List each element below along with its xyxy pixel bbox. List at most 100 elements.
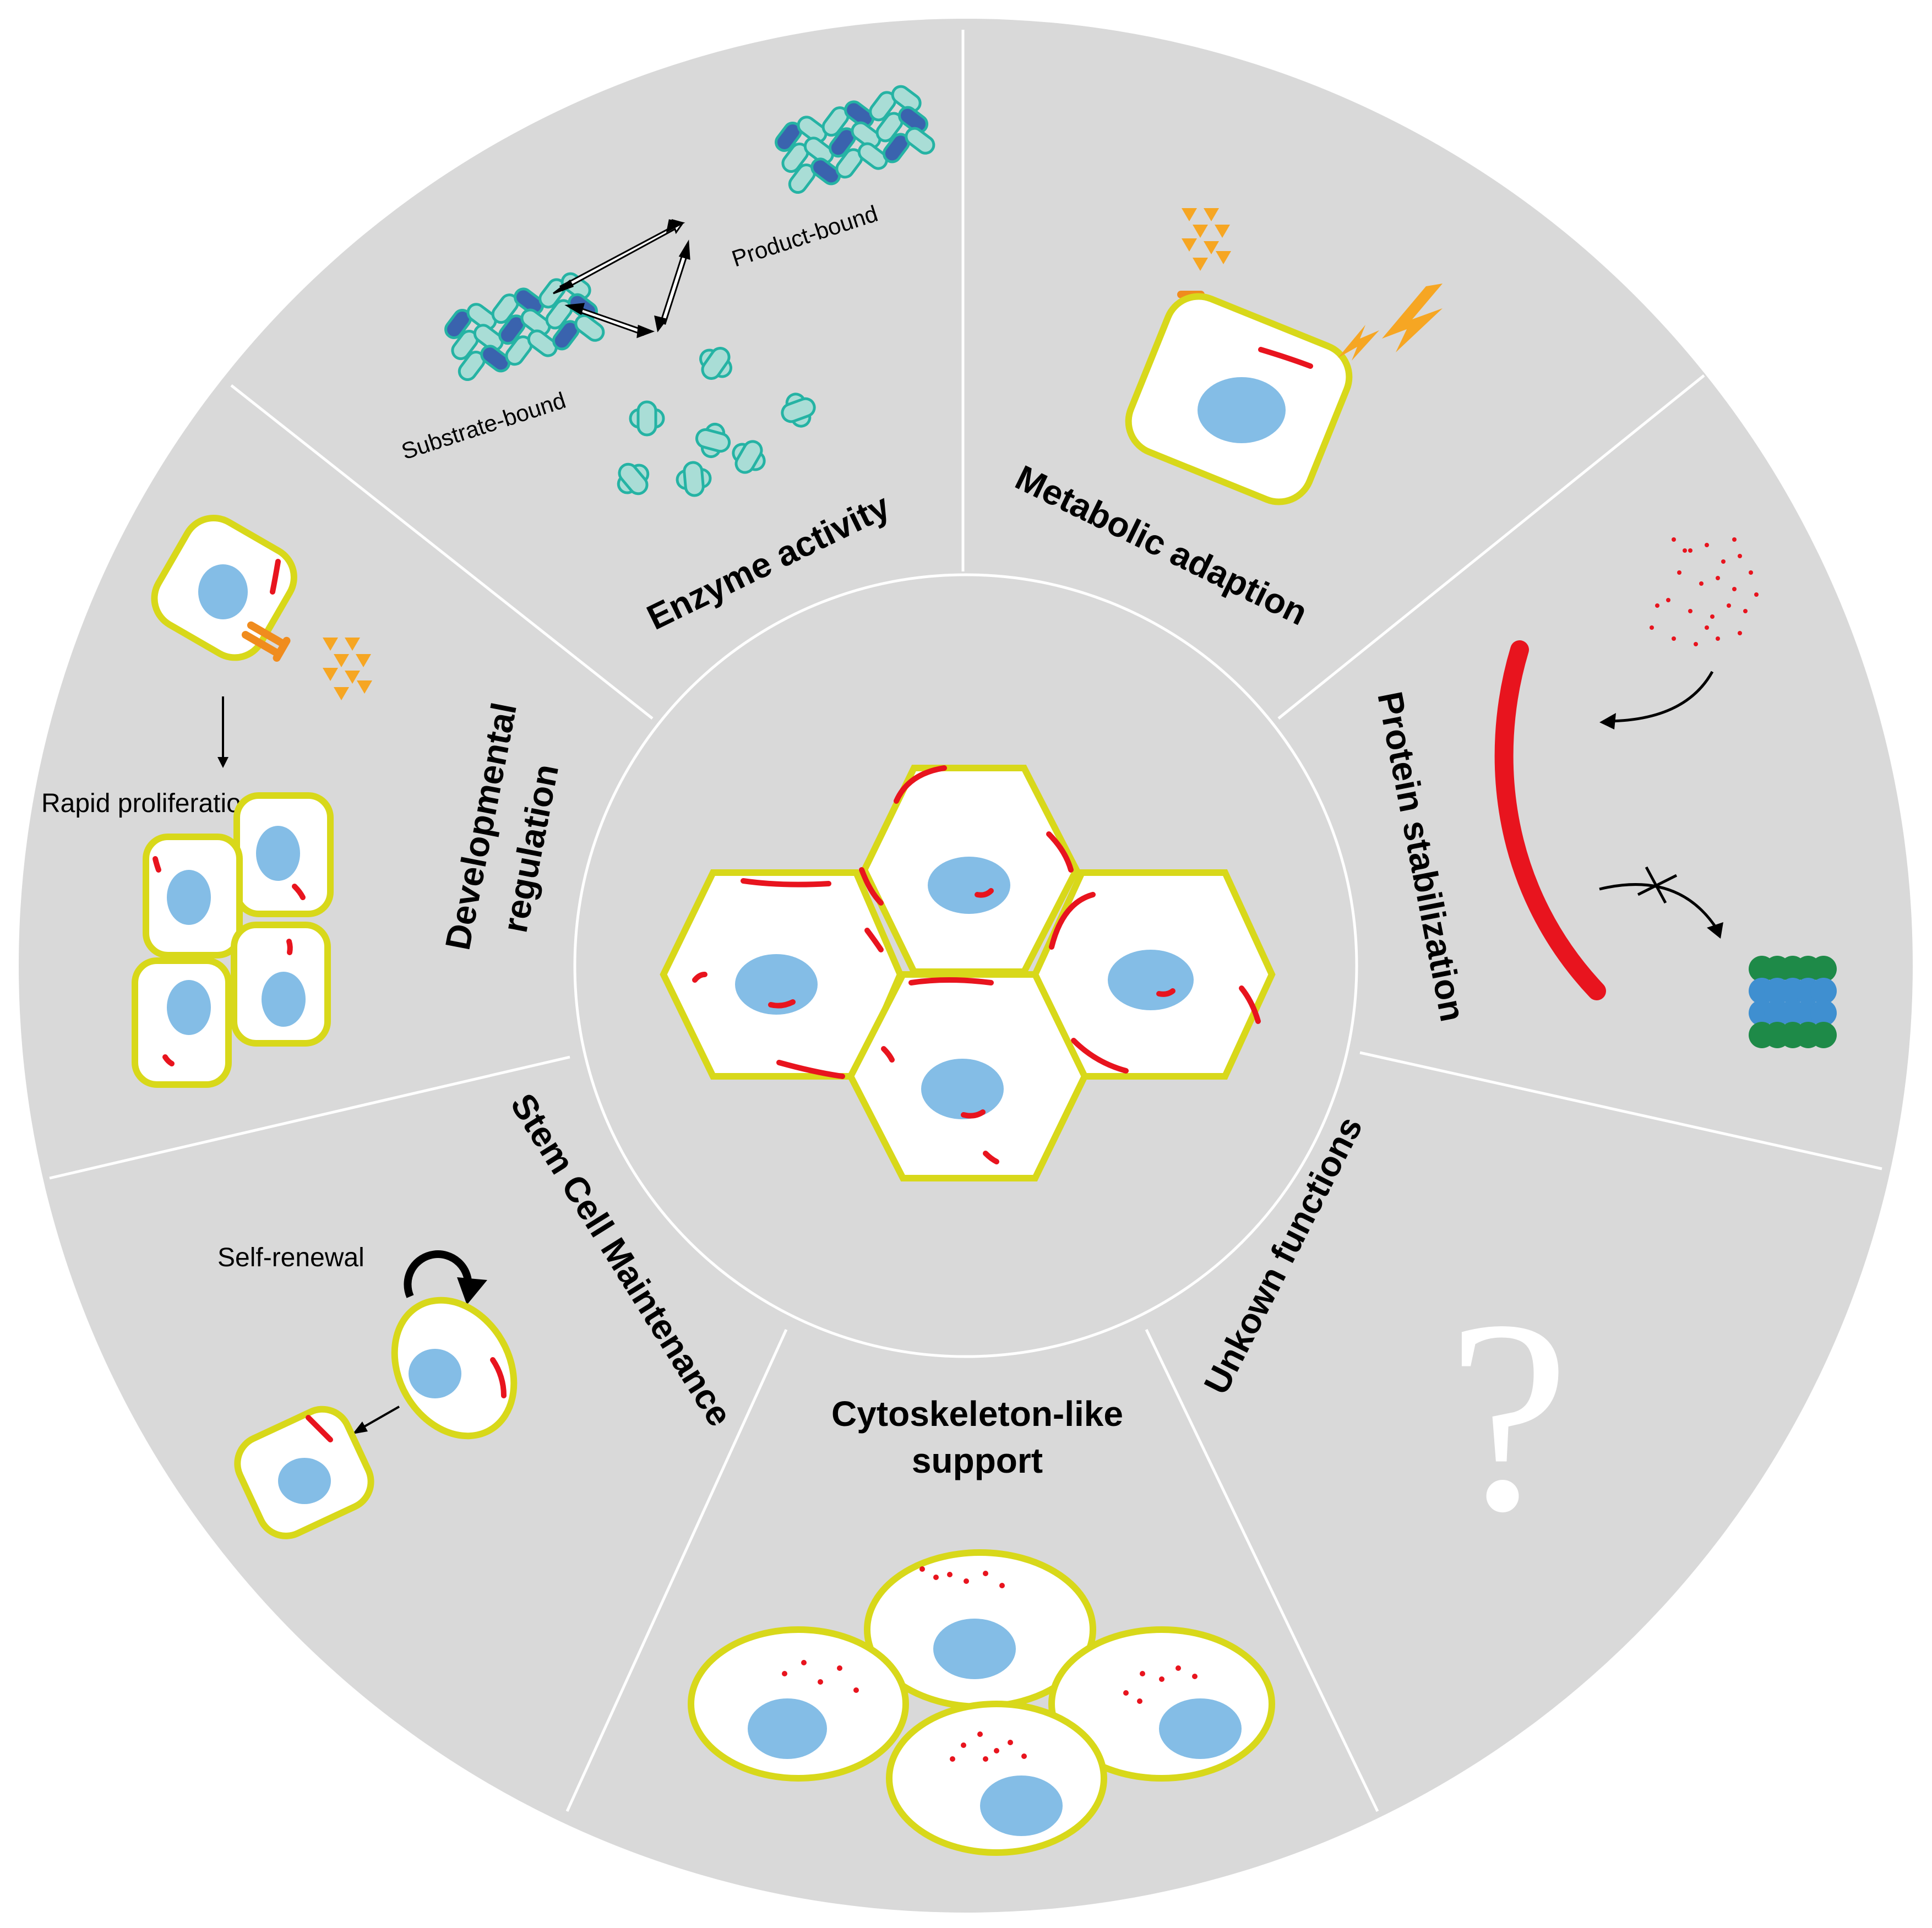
nucleus	[928, 857, 1010, 914]
protein-dot	[994, 1748, 999, 1753]
cytoskeleton-title-line1: Cytoskeleton-like	[831, 1394, 1123, 1434]
protein-dot	[933, 1575, 939, 1580]
protein-dot	[1694, 642, 1698, 646]
protein-dot	[1672, 636, 1676, 641]
protein-aggregate	[1049, 892, 1096, 950]
section-dividers	[49, 30, 1882, 1812]
protein-aggregate	[692, 972, 708, 983]
nucleus	[262, 972, 306, 1027]
protein-dot	[1688, 548, 1692, 553]
protein-dot	[818, 1679, 823, 1685]
ligand-triangle	[323, 668, 338, 681]
enzyme-monomer	[618, 462, 649, 495]
protein-dot	[1123, 1690, 1129, 1696]
nucleus	[921, 1059, 1004, 1119]
arrow-head	[678, 239, 690, 260]
protein-aggregate	[859, 867, 884, 906]
ligand-triangle	[1182, 238, 1197, 252]
proteasome-subunit	[1810, 978, 1837, 1004]
enzyme-subunit	[514, 287, 545, 315]
protein-dot	[1655, 603, 1659, 608]
arrow-head	[564, 303, 585, 315]
protein-dot	[961, 1742, 966, 1748]
protein-dot	[1688, 609, 1692, 613]
nucleus	[748, 1698, 827, 1759]
center-hexagon-cells	[660, 765, 1276, 1181]
oval-cell	[688, 1626, 909, 1782]
enzyme-subunit	[844, 100, 875, 128]
divider-metabolic-protein	[1277, 374, 1705, 720]
enzyme-subunit	[851, 121, 881, 149]
enzyme-monomer	[701, 347, 731, 380]
nucleus	[1108, 950, 1194, 1010]
blocked-arrow-to-proteasome	[1599, 883, 1719, 932]
ligand-triangle	[1193, 225, 1208, 238]
enzyme-monomer	[683, 461, 705, 497]
enzyme-subunit	[891, 85, 922, 113]
equilibrium-arrows	[553, 219, 690, 339]
filament-product-bound	[775, 85, 935, 194]
protein-dot	[919, 1566, 925, 1572]
proteasome-subunit	[1810, 956, 1837, 982]
arrow-head	[457, 1277, 487, 1305]
arrow-head	[666, 219, 685, 233]
protein-aggregate	[1156, 988, 1175, 997]
protein-dot	[1159, 1676, 1164, 1682]
protein-dot	[853, 1687, 859, 1693]
enzyme-subunit	[520, 308, 551, 336]
self-renewal-arrow	[404, 1250, 472, 1298]
protein-dot	[1666, 598, 1670, 602]
arrow-head	[553, 279, 574, 295]
protein-aggregate	[975, 888, 994, 898]
protein-dot	[983, 1756, 988, 1762]
hex-cell-bottom	[847, 971, 1089, 1181]
nucleus	[278, 1458, 331, 1504]
protein-dot	[999, 1583, 1005, 1588]
self-renewal-label: Self-renewal	[217, 1243, 364, 1272]
protein-dot	[1650, 625, 1654, 630]
protein-fibril	[1494, 640, 1606, 1000]
arrow-head	[1707, 922, 1723, 939]
protein-dot	[1721, 559, 1726, 564]
hex-cell-left	[660, 869, 904, 1080]
section-cytoskeleton-support: Cytoskeleton-like support	[688, 1394, 1275, 1856]
enzyme-subunit	[898, 106, 929, 134]
protein-aggregate	[1239, 985, 1261, 1024]
nucleus	[409, 1349, 461, 1398]
question-mark-icon: ?	[1447, 1263, 1570, 1568]
proliferating-cell	[143, 834, 243, 958]
differentiation-arrow	[360, 1406, 400, 1430]
hex-cell-top	[859, 765, 1080, 975]
divider-protein-unknown	[1359, 1051, 1882, 1170]
nucleus	[1198, 377, 1286, 443]
ligand-triangle	[345, 671, 360, 684]
ligand-triangle	[1216, 251, 1231, 264]
ligand-triangle	[323, 638, 338, 651]
divider-cytoskeleton-stem	[565, 1328, 788, 1812]
protein-dot	[1716, 576, 1720, 580]
enzyme-monomer	[695, 428, 731, 453]
protein-aggregate	[768, 999, 796, 1009]
arrow-head	[352, 1422, 368, 1434]
protein-aggregate	[162, 1054, 175, 1066]
protein-aggregate	[864, 928, 884, 952]
protein-aggregate	[1258, 347, 1313, 369]
oval-cell	[886, 1701, 1107, 1856]
arrow-head	[217, 757, 228, 768]
enzyme-subunit	[905, 127, 935, 155]
protein-dot	[1175, 1665, 1181, 1671]
divider-developmental-enzyme	[230, 384, 654, 720]
protein-dot	[1699, 581, 1704, 586]
ligand-triangle	[334, 687, 349, 700]
protein-dot	[1705, 625, 1709, 630]
protein-dot	[1140, 1671, 1145, 1676]
ligand-triangle	[345, 638, 360, 651]
protein-aggregate	[961, 1109, 986, 1119]
protein-dot	[1754, 592, 1759, 597]
receptor	[241, 621, 291, 662]
arrow-head	[654, 315, 668, 333]
ligand-triangle	[357, 680, 372, 694]
protein-dot	[947, 1572, 953, 1577]
protein-dot	[1021, 1753, 1027, 1759]
